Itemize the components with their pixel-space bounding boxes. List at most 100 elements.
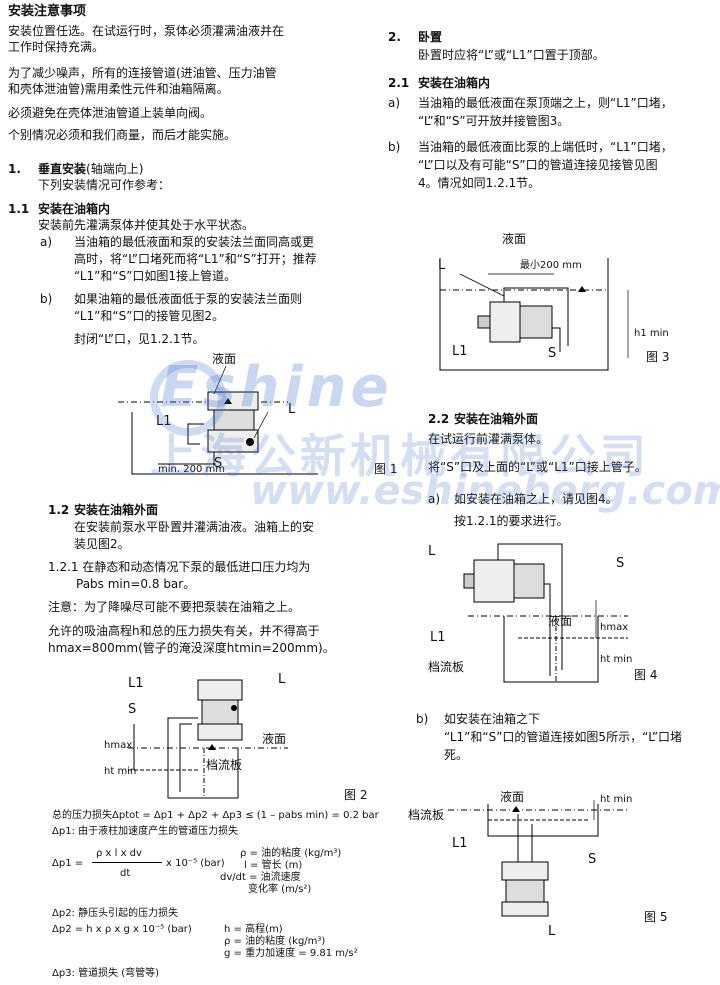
fig4-L-label: L: [428, 544, 436, 559]
fig5-L1-label: L1: [452, 836, 468, 851]
section-text: 装见图2。: [74, 537, 130, 551]
item-line: 如安装在油箱之下: [444, 712, 541, 726]
figure-1: 液面 L L1 S min. 200 mm 图 1: [118, 352, 397, 482]
fig5-hmin-label: ht min: [600, 794, 633, 805]
item-line: 高时，将“L”口堵死而将“L1”和“S”打开；推荐: [74, 252, 317, 266]
dp1-lhs: Δp1 =: [52, 858, 84, 869]
fig1-caption: 图 1: [374, 462, 398, 476]
fig3-min-label: 最小200 mm: [520, 260, 582, 271]
fig5-baffle-label: 档流板: [408, 808, 445, 822]
item-line: 按1.2.1的要求进行。: [454, 514, 569, 528]
section-text: 将“S”口及上面的“L”或“L1”口接上管子。: [428, 460, 647, 474]
item-label: b): [40, 292, 53, 306]
figure-5: 液面 档流板 L1 S L ht min 图 5: [408, 790, 667, 940]
item-line: “L1”和“S”口的接管见图2。: [74, 309, 225, 323]
fig1-L-label: L: [288, 402, 296, 417]
item-line: 如安装在油箱之上，请见图4。: [454, 492, 618, 506]
fig4-htmin-label: ht min: [600, 654, 633, 665]
dp2-def: g = 重力加速度 = 9.81 m/s²: [224, 948, 358, 959]
page-title: 安装注意事项: [8, 4, 87, 19]
fig3-L1-label: L1: [452, 344, 468, 359]
dp1-def: l = 管长 (m): [244, 860, 303, 871]
section-text: 下列安装情况可作参考：: [38, 178, 171, 192]
item-line: 当油箱的最低液面在泵顶端之上，则“L1”口堵，: [418, 96, 673, 110]
fraction-bar: [92, 862, 162, 863]
item-line: 封闭“L”口，见1.2.1节。: [74, 332, 205, 346]
item-line: 死。: [444, 748, 469, 762]
dp1-def: ρ = 油的粘度 (kg/m³): [240, 848, 342, 859]
section-text: Pabs min=0.8 bar。: [76, 577, 196, 591]
section-heading: 安装在油箱内: [38, 202, 111, 216]
section-text: hmax=800mm(管子的淹没深度htmin=200mm)。: [48, 641, 335, 655]
figure-3: 液面 最小200 mm L L1 S h1 min 图 3: [428, 228, 669, 378]
figure-2: L1 L S 液面 档流板 hmax ht min 图 2: [88, 668, 367, 808]
fig2-L1-label: L1: [128, 676, 144, 691]
fig1-level-label: 液面: [212, 352, 237, 366]
section-text: 卧置时应将“L”或“L1”口置于顶部。: [418, 48, 605, 62]
item-label: a): [40, 235, 53, 249]
fig2-S-label: S: [128, 702, 137, 717]
item-label: a): [388, 96, 401, 110]
fig3-level-label: 液面: [502, 232, 527, 246]
fig4-L1-label: L1: [430, 630, 446, 645]
item-line: 如果油箱的最低液面低于泵的安装法兰面则: [74, 292, 303, 306]
dp1-denominator: dt: [120, 868, 131, 879]
dp1-def: 变化率 (m/s²): [248, 884, 312, 895]
fig5-S-label: S: [588, 852, 597, 867]
intro-line: 和壳体泄油管)需用柔性元件和油箱隔离。: [8, 82, 229, 96]
section-number: 2.: [388, 30, 401, 44]
note-text: 注意：为了降噪尽可能不要把泵装在油箱之上。: [48, 600, 301, 614]
figure-4: L S L1 液面 档流板 hmax ht min 图 4: [428, 540, 657, 690]
item-line: “L1”和“S”口如图1接上管道。: [74, 269, 237, 283]
intro-line: 为了减少噪声，所有的连接管道(进油管、压力油管: [8, 66, 277, 80]
fig4-level-label: 液面: [548, 614, 573, 628]
fig2-hmax-label: hmax: [104, 740, 133, 751]
section-text: 允许的吸油高程h和总的压力损失有关，并不得高于: [48, 624, 320, 638]
intro-line: 安装位置任选。在试运行时，泵体必须灌满油液并在: [8, 24, 285, 38]
section-heading: 卧置: [418, 30, 443, 44]
dp1-numerator: ρ x l x dv: [96, 848, 142, 859]
fig4-baffle-label: 档流板: [428, 660, 465, 674]
fig3-hmin-label: h1 min: [634, 328, 669, 339]
fig2-caption: 图 2: [344, 788, 368, 802]
dp1-def: dv/dt = 油流速度: [220, 872, 301, 883]
section-heading: 安装在油箱内: [418, 76, 491, 90]
fig3-S-label: S: [548, 346, 557, 361]
section-text: 安装前先灌满泵体并使其处于水平状态。: [38, 218, 255, 232]
section-number: 1.1: [8, 202, 30, 216]
section-heading: 垂直安装(轴端向上): [38, 162, 144, 176]
section-heading: 安装在油箱外面: [74, 503, 159, 517]
item-line: “L”口以及有可能“S”口的管道连接见接管见图: [418, 158, 658, 172]
fig5-L-label: L: [548, 924, 556, 939]
fig2-L-label: L: [278, 672, 286, 687]
section-number: 1.2: [48, 503, 70, 517]
dp2-def: h = 高程(m): [224, 924, 283, 935]
section-number: 2.1: [388, 76, 410, 90]
fig5-level-label: 液面: [500, 790, 525, 804]
item-line: “L1”和“S”口的管道连接如图5所示，“L”口堵: [444, 730, 683, 744]
item-label: b): [416, 712, 429, 726]
fig4-hmax-label: hmax: [600, 622, 629, 633]
section-text: 1.2.1 在静态和动态情况下泵的最低进口压力均为: [48, 560, 311, 574]
item-label: b): [388, 140, 401, 154]
section-text: 在试运行前灌满泵体。: [428, 432, 549, 446]
item-line: 4。情况如同1.2.1节。: [418, 176, 541, 190]
section-number: 1.: [8, 162, 21, 176]
item-line: “L”和“S”可开放并接管图3。: [418, 114, 570, 128]
fig4-S-label: S: [616, 556, 625, 571]
dp3-title: Δp3: 管道损失 (弯管等): [52, 968, 160, 979]
dp2-title: Δp2: 静压头引起的压力损失: [52, 908, 179, 919]
fig1-S-label: S: [214, 456, 223, 471]
dp2-def: ρ = 油的粘度 (kg/m³): [224, 936, 326, 947]
item-line: 当油箱的最低液面和泵的安装法兰面同高或更: [74, 235, 315, 249]
section-text: 在安装前泵水平卧置并灌满油液。油箱上的安: [74, 520, 315, 534]
dp1-tail: x 10⁻⁵ (bar): [166, 858, 225, 869]
section-heading: 安装在油箱外面: [454, 412, 539, 426]
dp1-title: Δp1: 由于液柱加速度产生的管道压力损失: [52, 826, 239, 837]
section-number: 2.2: [428, 412, 450, 426]
fig3-caption: 图 3: [646, 350, 670, 364]
item-label: a): [428, 492, 441, 506]
dp2-formula: Δp2 = h x ρ x g x 10⁻⁵ (bar): [52, 924, 192, 935]
fig2-htmin-label: ht min: [104, 766, 137, 777]
fig1-L1-label: L1: [156, 414, 172, 429]
